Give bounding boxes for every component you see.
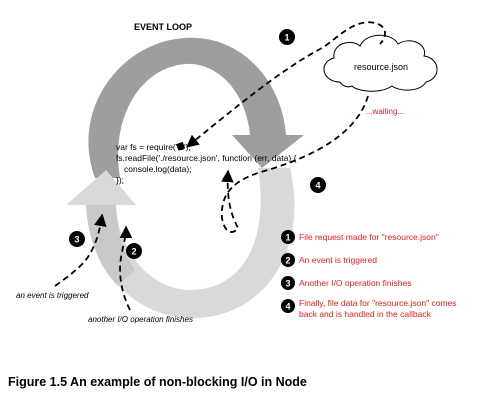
io-finishes-label: another I/O operation finishes: [88, 315, 193, 324]
waiting-label: ...waiting...: [366, 107, 404, 116]
step-2-badge: 2: [126, 243, 142, 259]
code-line: console.log(data);: [124, 164, 192, 174]
step-2-number: 2: [131, 247, 136, 257]
step-1-badge: 1: [279, 29, 295, 45]
legend-text: Another I/O operation finishes: [299, 278, 411, 288]
legend-number: 4: [285, 302, 290, 312]
step-3-badge: 3: [69, 231, 85, 247]
legend-text: An event is triggered: [299, 255, 377, 265]
code-line: });: [116, 175, 124, 185]
legend-number: 1: [285, 233, 290, 243]
figure-caption: Figure 1.5 An example of non-blocking I/…: [8, 375, 307, 389]
legend-item: 3 Another I/O operation finishes: [281, 276, 411, 290]
event-dashed-arrow: [54, 213, 107, 287]
event-loop-title: EVENT LOOP: [134, 22, 192, 32]
code-line: var fs = require('fs');: [116, 142, 191, 152]
resource-cloud: [323, 34, 438, 92]
loop-arc-upper: [88, 37, 305, 178]
legend-text: back and is handled in the callback: [299, 309, 432, 319]
step-1-number: 1: [284, 33, 289, 43]
legend-item: 4 Finally, file data for "resource.json"…: [281, 298, 457, 319]
step-4-badge: 4: [310, 177, 326, 193]
response-dashed-arrow: [221, 95, 369, 233]
legend-item: 2 An event is triggered: [281, 253, 377, 267]
legend-item: 1 File request made for "resource.json": [281, 230, 439, 244]
step-4-number: 4: [315, 181, 320, 191]
legend-text: File request made for "resource.json": [299, 232, 439, 242]
code-line: fs.readFile('./resource.json', function …: [116, 153, 297, 163]
cloud-label: resource.json: [354, 62, 408, 72]
legend: 1 File request made for "resource.json" …: [281, 230, 457, 319]
legend-text: Finally, file data for "resource.json" c…: [299, 298, 457, 308]
code-anchor-marker: [176, 141, 186, 151]
legend-number: 2: [285, 256, 290, 266]
legend-number: 3: [285, 279, 290, 289]
loop-arc-lower-shade: [86, 205, 135, 286]
event-triggered-label: an event is triggered: [16, 291, 89, 300]
request-dashed-arrow: [186, 21, 386, 148]
step-3-number: 3: [74, 235, 79, 245]
